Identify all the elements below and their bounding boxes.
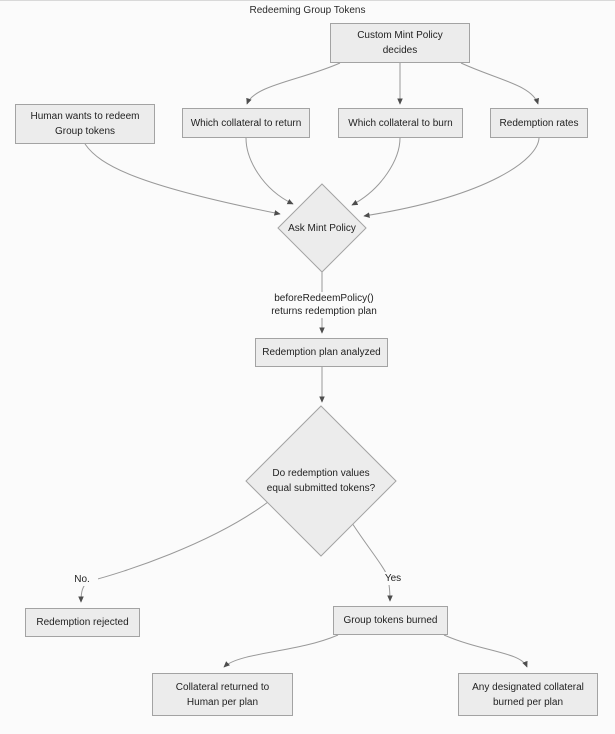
- node-which-collateral-burn: Which collateral to burn: [338, 108, 463, 138]
- edge-label-no: No.: [66, 573, 98, 586]
- node-redemption-plan-analyzed: Redemption plan analyzed: [255, 338, 388, 367]
- node-redemption-rejected: Redemption rejected: [25, 608, 140, 637]
- label-values-equal-decision: Do redemption values equal submitted tok…: [266, 468, 376, 494]
- decision-diamond-ask-mint-policy: [277, 183, 367, 273]
- edge-burned-to-designated: [443, 634, 528, 668]
- node-custom-mint-policy: Custom Mint Policy decides: [330, 23, 470, 63]
- node-collateral-returned: Collateral returned to Human per plan: [152, 673, 293, 716]
- node-which-collateral-return: Which collateral to return: [182, 108, 310, 138]
- edge-burned-to-returned: [223, 634, 339, 668]
- node-redemption-rates: Redemption rates: [490, 108, 588, 138]
- edge-policy-to-return: [246, 62, 341, 105]
- node-designated-burned: Any designated collateral burned per pla…: [458, 673, 598, 716]
- edge-return-to-ask: [245, 137, 294, 205]
- decision-diamond-values-equal: [245, 405, 397, 557]
- edge-decision-no: [78, 501, 269, 603]
- label-ask-mint-policy: Ask Mint Policy: [288, 222, 356, 234]
- diagram-title: Redeeming Group Tokens: [249, 5, 366, 16]
- edge-burn-to-ask: [351, 137, 401, 206]
- edge-human-to-ask: [84, 143, 281, 216]
- edge-rates-to-ask: [363, 137, 540, 218]
- edge-label-before-redeem-policy: beforeRedeemPolicy() returns redemption …: [237, 292, 411, 318]
- node-human-wants-redeem: Human wants to redeem Group tokens: [15, 104, 155, 144]
- node-group-tokens-burned: Group tokens burned: [333, 606, 448, 635]
- edge-decision-yes: [351, 522, 393, 602]
- edge-policy-to-rates: [460, 62, 539, 105]
- edge-label-yes: Yes: [377, 572, 409, 585]
